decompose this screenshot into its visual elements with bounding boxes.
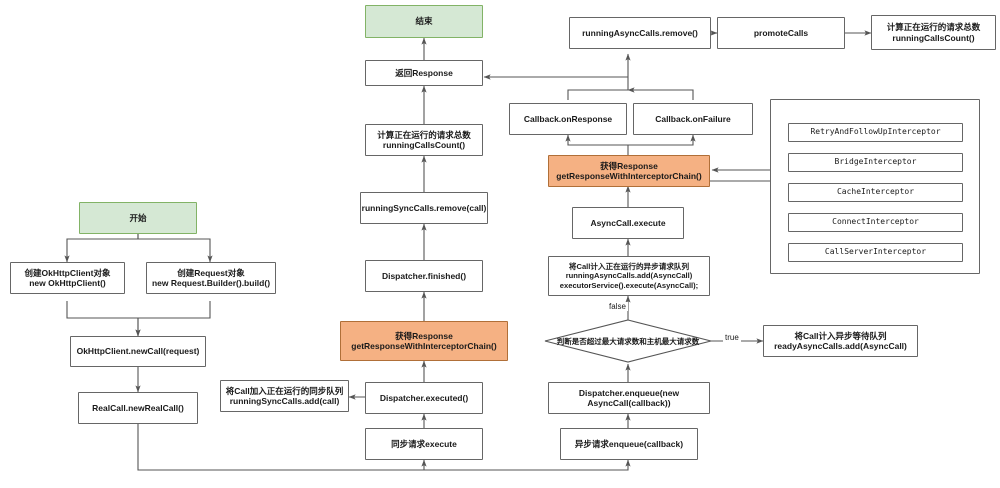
node-count-running-calls-sync[interactable]: 计算正在运行的请求总数 runningCallsCount() [365,124,483,156]
node-asynccall-execute[interactable]: AsyncCall.execute [572,207,684,239]
node-dispatcher-enqueue[interactable]: Dispatcher.enqueue(new AsyncCall(callbac… [548,382,710,414]
node-return-response[interactable]: 返回Response [365,60,483,86]
node-call-server-interceptor[interactable]: CallServerInterceptor [788,243,963,262]
node-create-request[interactable]: 创建Request对象 new Request.Builder().build(… [146,262,276,294]
node-end[interactable]: 结束 [365,5,483,38]
node-create-okhttpclient[interactable]: 创建OkHttpClient对象 new OkHttpClient() [10,262,125,294]
node-decision-max-requests[interactable]: 判断是否超过最大请求数和主机最大请求数 [545,320,711,362]
decision-label: 判断是否超过最大请求数和主机最大请求数 [556,336,700,346]
edge-label-false: false [607,302,628,311]
edge-label-true: true [723,333,741,342]
node-start[interactable]: 开始 [79,202,197,234]
node-promote-calls[interactable]: promoteCalls [717,17,845,49]
node-sync-request-execute[interactable]: 同步请求execute [365,428,483,460]
node-running-sync-calls-remove[interactable]: runningSyncCalls.remove(call) [360,192,488,224]
node-add-running-async-calls[interactable]: 将Call计入正在运行的异步请求队列 runningAsyncCalls.add… [548,256,710,296]
node-get-response-with-interceptor-chain-async[interactable]: 获得Response getResponseWithInterceptorCha… [548,155,710,187]
node-add-ready-async-calls[interactable]: 将Call计入异步等待队列 readyAsyncCalls.add(AsyncC… [763,325,918,357]
node-callback-on-failure[interactable]: Callback.onFailure [633,103,753,135]
node-okhttpclient-newcall[interactable]: OkHttpClient.newCall(request) [70,336,206,367]
node-retry-and-followup-interceptor[interactable]: RetryAndFollowUpInterceptor [788,123,963,142]
node-dispatcher-executed[interactable]: Dispatcher.executed() [365,382,483,414]
node-callback-on-response[interactable]: Callback.onResponse [509,103,627,135]
node-connect-interceptor[interactable]: ConnectInterceptor [788,213,963,232]
node-async-request-enqueue[interactable]: 异步请求enqueue(callback) [560,428,698,460]
node-count-running-calls-async[interactable]: 计算正在运行的请求总数 runningCallsCount() [871,15,996,50]
node-cache-interceptor[interactable]: CacheInterceptor [788,183,963,202]
node-realcall-newrealcall[interactable]: RealCall.newRealCall() [78,392,198,424]
node-running-async-calls-remove[interactable]: runningAsyncCalls.remove() [569,17,711,49]
node-get-response-with-interceptor-chain-sync[interactable]: 获得Response getResponseWithInterceptorCha… [340,321,508,361]
node-dispatcher-finished[interactable]: Dispatcher.finished() [365,260,483,292]
node-add-running-sync-calls[interactable]: 将Call加入正在运行的同步队列 runningSyncCalls.add(ca… [220,380,349,412]
node-bridge-interceptor[interactable]: BridgeInterceptor [788,153,963,172]
